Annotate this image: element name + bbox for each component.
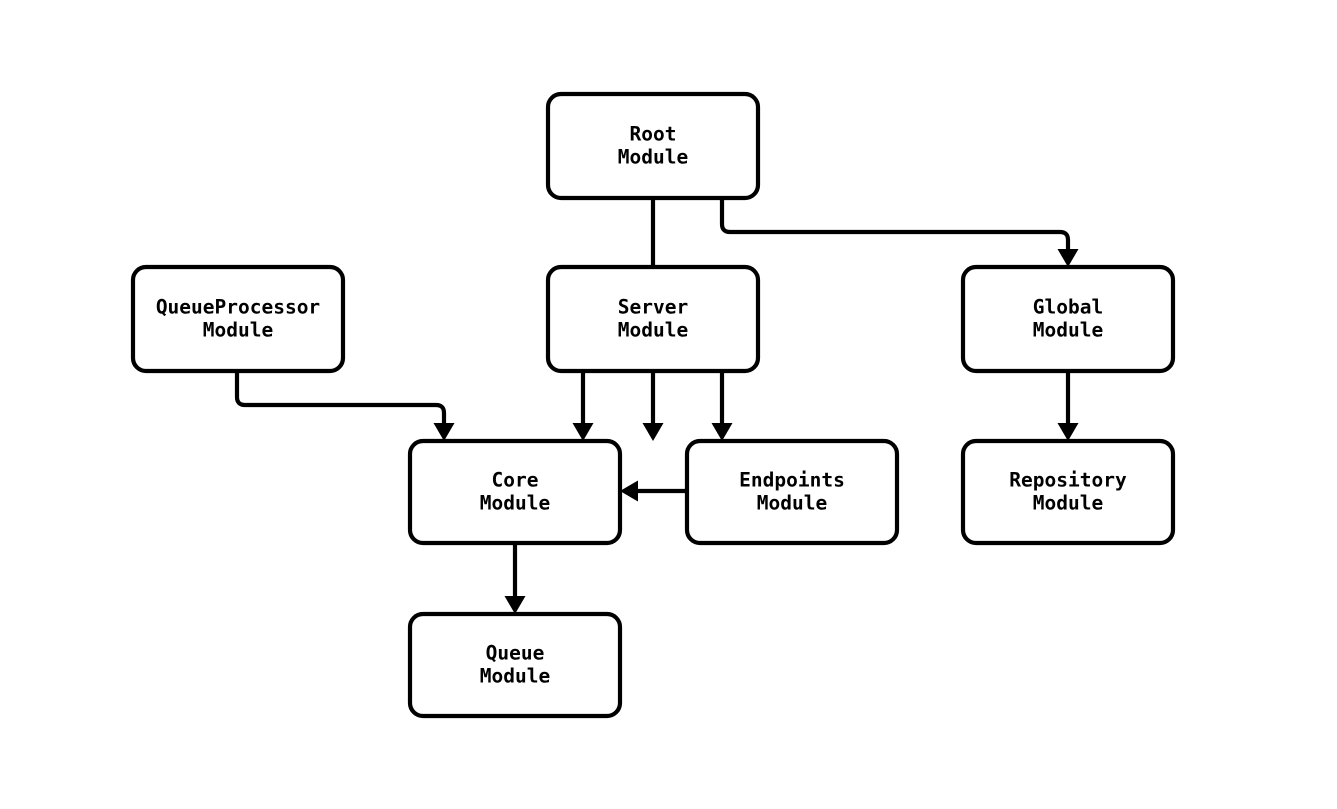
node-box[interactable] bbox=[960, 264, 1176, 374]
node-label-line2: Module bbox=[1033, 319, 1103, 342]
arrowhead-icon bbox=[620, 480, 638, 502]
node-box[interactable] bbox=[684, 438, 900, 546]
arrowhead-icon bbox=[433, 423, 455, 441]
edge-queueprocessor-to-core bbox=[234, 371, 455, 441]
node-label-line2: Module bbox=[480, 665, 550, 688]
arrowhead-icon bbox=[504, 596, 526, 614]
node-label-line1: Global bbox=[1033, 296, 1103, 319]
node-label-line2: Module bbox=[618, 146, 688, 169]
nodes-layer: RootModuleQueueProcessorModuleServerModu… bbox=[130, 91, 1176, 719]
node-box[interactable] bbox=[407, 611, 623, 719]
edges-layer bbox=[234, 198, 1079, 614]
edge-root-to-global bbox=[719, 198, 1079, 267]
node-label-line1: Queue bbox=[486, 642, 545, 665]
node-label-line2: Module bbox=[757, 492, 827, 515]
arrowhead-icon bbox=[1057, 423, 1079, 441]
arrowhead-icon bbox=[711, 423, 733, 441]
edge-core-to-queue bbox=[504, 543, 526, 614]
edge-server-to-endpoints bbox=[711, 371, 733, 441]
node-label-line1: Server bbox=[618, 296, 688, 319]
node-label-line1: Root bbox=[630, 123, 677, 146]
node-label-line1: Endpoints bbox=[739, 469, 845, 492]
node-box[interactable] bbox=[130, 264, 346, 374]
arrowhead-icon bbox=[572, 423, 594, 441]
node-label-line1: Core bbox=[492, 469, 539, 492]
node-box[interactable] bbox=[545, 91, 761, 201]
edge-global-to-repository bbox=[1057, 371, 1079, 441]
edge-endpoints-to-core bbox=[620, 480, 687, 502]
node-box[interactable] bbox=[407, 438, 623, 546]
arrowhead-icon bbox=[642, 423, 664, 441]
node-label-line2: Module bbox=[1033, 492, 1103, 515]
edge-line bbox=[234, 371, 447, 424]
node-label-line1: Repository bbox=[1009, 469, 1127, 492]
node-box[interactable] bbox=[545, 264, 761, 374]
edge-server-to-core bbox=[572, 371, 594, 441]
node-label-line1: QueueProcessor bbox=[156, 296, 320, 319]
node-label-line2: Module bbox=[203, 319, 273, 342]
edge-line bbox=[719, 198, 1071, 250]
node-label-line2: Module bbox=[618, 319, 688, 342]
node-label-line2: Module bbox=[480, 492, 550, 515]
node-box[interactable] bbox=[960, 438, 1176, 546]
arrowhead-icon bbox=[1057, 249, 1079, 267]
